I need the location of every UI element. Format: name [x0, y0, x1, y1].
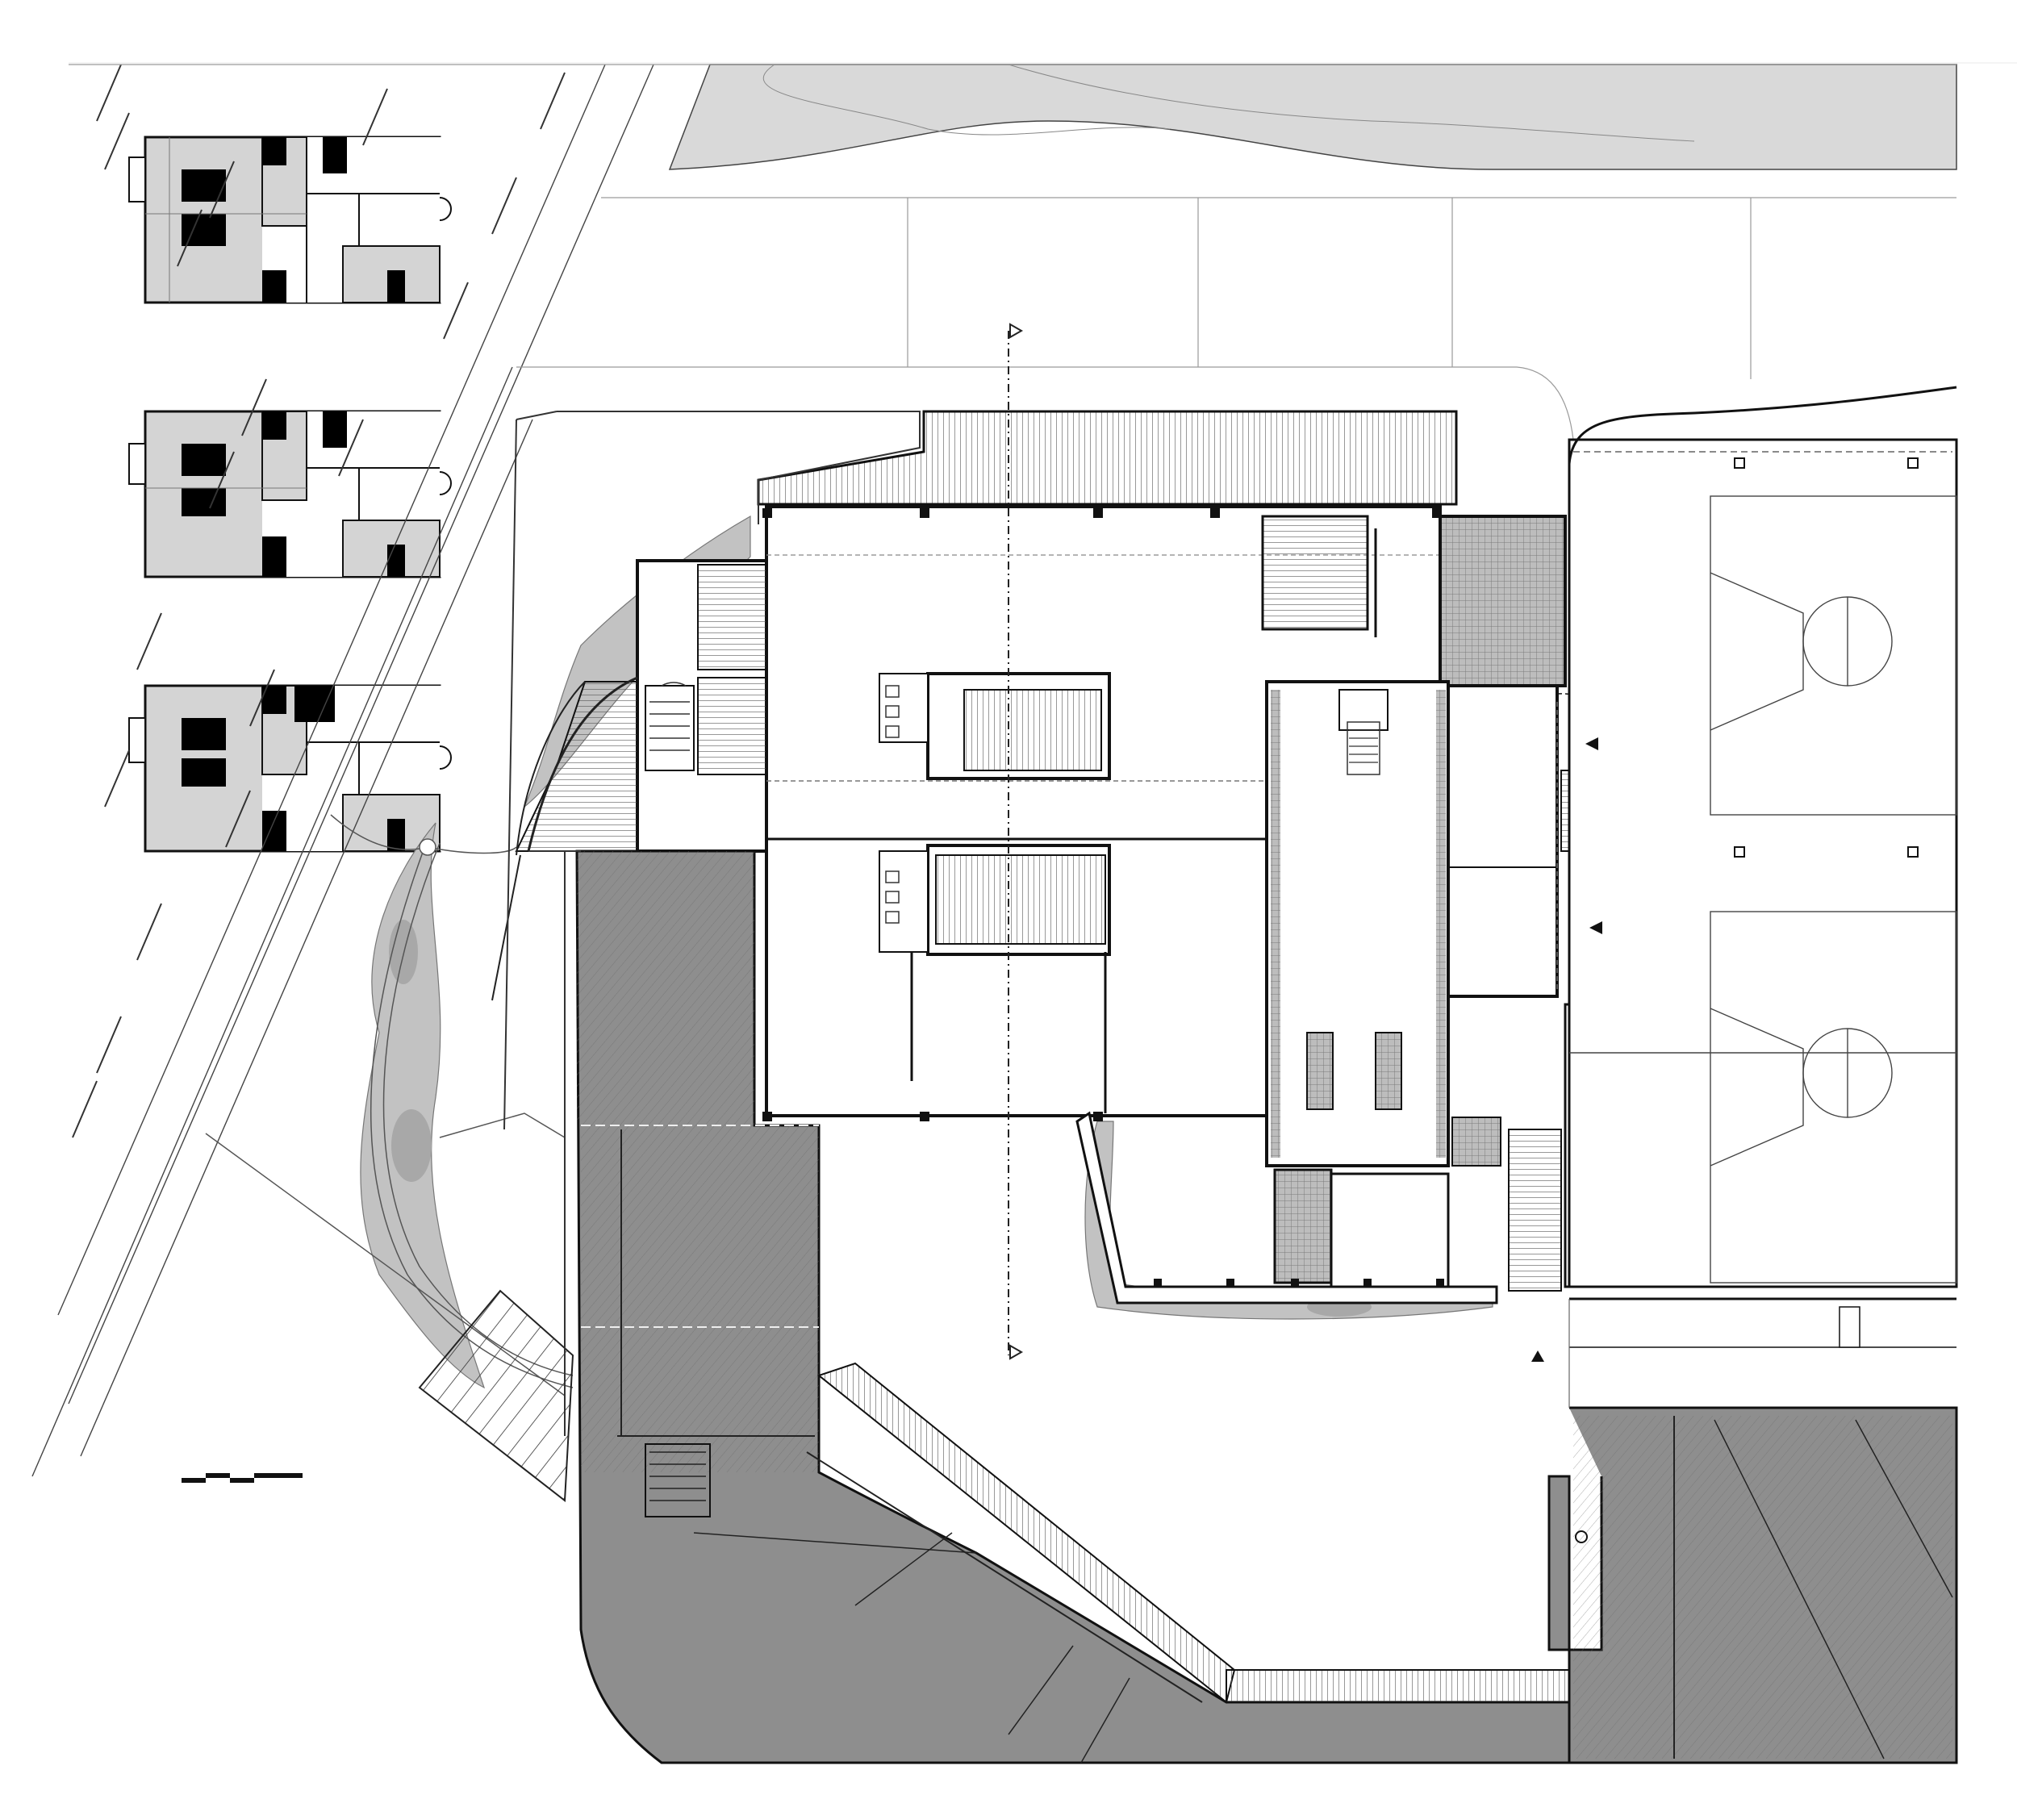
filled-triangle-icon	[1531, 1350, 1544, 1362]
main-building	[491, 505, 1670, 1304]
key-plan-1	[128, 136, 452, 304]
filled-triangle-icon	[1589, 921, 1602, 934]
north-terrace	[757, 410, 1458, 506]
triangle-arrow-icon	[1009, 323, 1024, 339]
filled-triangle-icon	[1585, 737, 1598, 750]
court-1	[1710, 495, 1957, 816]
left-stairs	[418, 1289, 574, 1502]
key-plans	[128, 136, 452, 853]
scale-bar	[182, 1473, 303, 1483]
site-edge-west	[503, 411, 921, 1436]
key-plan-3	[128, 684, 452, 853]
sports-courts	[1568, 386, 1958, 1408]
existing-building-sw	[575, 849, 1571, 1764]
covered-walkway	[816, 1362, 1570, 1704]
street	[31, 64, 654, 1477]
lane-markings	[72, 64, 566, 1138]
paving-grid	[69, 64, 1956, 440]
entrance-markers	[1531, 737, 1602, 1362]
section-cut-line	[1008, 323, 1024, 1360]
triangle-arrow-icon	[1009, 1344, 1024, 1360]
key-plan-2	[128, 410, 452, 578]
court-2	[1569, 911, 1957, 1284]
existing-building-se	[1547, 1406, 1958, 1764]
